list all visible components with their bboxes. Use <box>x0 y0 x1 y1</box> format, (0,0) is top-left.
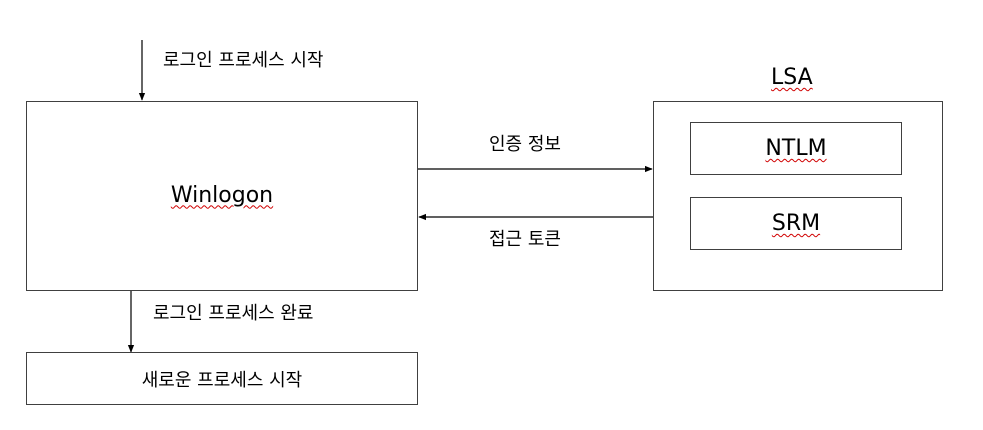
ntlm-box: NTLM <box>690 122 902 175</box>
srm-box: SRM <box>690 197 902 250</box>
start-login-label: 로그인 프로세스 시작 <box>163 50 324 71</box>
access-token-label: 접근 토큰 <box>489 229 561 250</box>
new-process-label: 새로운 프로세스 시작 <box>141 369 303 391</box>
lsa-title: LSA <box>771 65 813 90</box>
auth-info-label: 인증 정보 <box>489 134 561 155</box>
new-process-box: 새로운 프로세스 시작 <box>26 352 418 405</box>
winlogon-box: Winlogon <box>26 101 418 291</box>
srm-label: SRM <box>771 211 821 236</box>
login-done-label: 로그인 프로세스 완료 <box>153 303 314 324</box>
winlogon-label: Winlogon <box>170 182 274 208</box>
ntlm-label: NTLM <box>765 136 827 161</box>
